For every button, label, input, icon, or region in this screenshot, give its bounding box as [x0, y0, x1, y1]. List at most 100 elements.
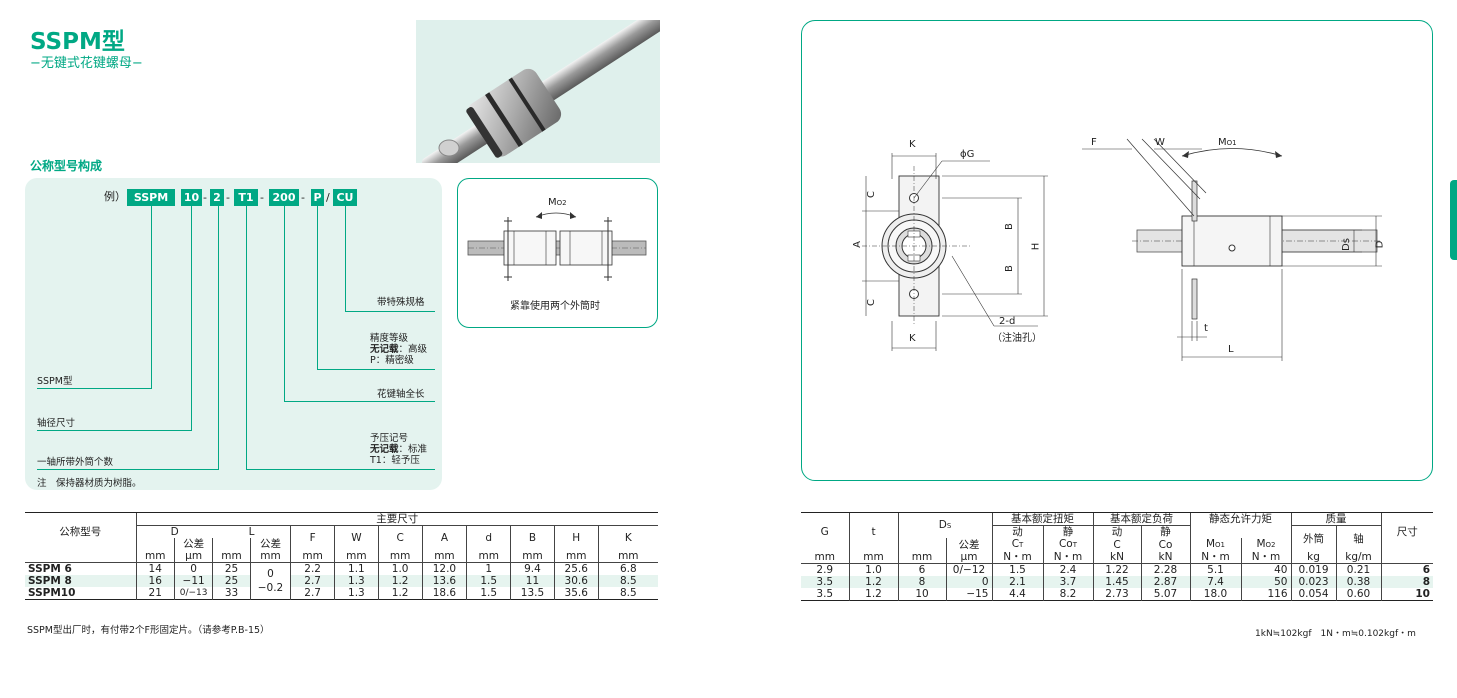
dim-h: H [1030, 242, 1042, 251]
cell: 1.0 [378, 562, 423, 575]
col-K: K [598, 525, 658, 550]
cell: 21 [136, 587, 175, 600]
cell: 3.7 [1043, 576, 1094, 588]
cell: 3.5 [801, 588, 850, 601]
unit: mm [801, 551, 850, 564]
leader-line [345, 206, 346, 312]
col-c: C [1093, 538, 1142, 551]
cell: 33 [212, 587, 251, 600]
table-row: SSPM 8 16 −11 25 2.7 1.3 1.2 13.6 1.5 11… [25, 575, 658, 587]
dim-mo1: MO1 [1218, 137, 1237, 148]
cell: 11 [510, 575, 555, 587]
product-photo [416, 20, 660, 163]
unit: mm [212, 550, 251, 563]
dim-k-bottom: K [909, 333, 916, 344]
unit: mm [334, 550, 379, 563]
dim-ds: Ds [1340, 238, 1352, 251]
code-segment-special: CU [333, 189, 357, 206]
cell: 1.22 [1093, 563, 1142, 576]
main-dims-header: 主要尺寸 [136, 513, 658, 526]
unit: kg [1291, 551, 1337, 564]
label-nut-count: 一轴所带外筒个数 [37, 457, 114, 468]
col-t: t [849, 513, 899, 551]
cell: 25 [212, 575, 251, 587]
unit: N・m [1190, 551, 1242, 564]
cell: 0.21 [1336, 563, 1382, 576]
cell: 8.2 [1043, 588, 1094, 601]
tandem-figure-drawing [467, 212, 647, 281]
cell: 1.2 [378, 587, 423, 600]
cell: 8.5 [619, 587, 637, 599]
table-row: 2.9 1.0 6 0/−12 1.5 2.4 1.22 2.28 5.1 40… [801, 563, 1433, 576]
unit: mm [598, 550, 658, 563]
leader-line [317, 369, 435, 370]
dim-c-bottom: C [865, 299, 877, 306]
leader-line [37, 430, 192, 431]
cell: 25.6 [554, 562, 599, 575]
col-size: 尺寸 [1381, 513, 1433, 551]
dim-l: L [1228, 344, 1234, 355]
col-torque-dyn: 动 [992, 525, 1044, 538]
torque-header: 基本额定扭矩 [992, 513, 1094, 526]
load-header: 基本额定负荷 [1093, 513, 1191, 526]
label-preload-none: 无记载：标准 [370, 444, 428, 455]
cell: 13.5 [510, 587, 555, 600]
label-preload-title: 予压记号 [370, 433, 409, 444]
table-rule [801, 512, 1433, 514]
col-Ds: DS [898, 513, 993, 538]
cell: 1.2 [378, 575, 423, 587]
label-accuracy-title: 精度等级 [370, 333, 409, 344]
code-separator: - [226, 191, 230, 204]
label-accuracy-p: P：精密级 [370, 355, 414, 366]
table-row: 3.5 1.2 8 0 2.1 3.7 1.45 2.87 7.4 50 0.0… [801, 576, 1433, 588]
col-C: C [378, 525, 423, 550]
cell: −11 [174, 575, 214, 587]
cell: 8.5 [598, 575, 658, 587]
cell-size: 6 [1422, 564, 1430, 576]
cell-size: 8 [1381, 576, 1433, 588]
mass-header: 质量 [1291, 513, 1382, 526]
dim-phi-g: ϕG [960, 149, 975, 160]
page-subtitle: −无键式花键螺母− [30, 56, 143, 71]
col-mass-shaft: 轴 [1336, 525, 1382, 551]
cell: 2.87 [1141, 576, 1191, 588]
cell-size: 10 [1415, 588, 1430, 600]
cell: 1.1 [334, 562, 379, 575]
unit: N・m [1241, 551, 1292, 564]
cell: 25 [212, 562, 251, 575]
table-footnote-right: 1kN≒102kgf 1N・m≒0.102kgf・m [1255, 629, 1416, 639]
code-separator: - [301, 191, 305, 204]
unit: kg/m [1336, 551, 1382, 564]
label-shaft-length: 花键轴全长 [377, 389, 425, 400]
leader-line [345, 311, 435, 312]
dim-f: F [1091, 137, 1097, 148]
cell: 30.6 [554, 575, 599, 587]
cell: 40 [1241, 563, 1292, 576]
col-load-dyn: 动 [1093, 525, 1142, 538]
dim-hole: 2-d [999, 316, 1016, 327]
table-row: SSPM10 21 0/−13 33 2.7 1.3 1.2 18.6 1.5 … [25, 587, 658, 600]
col-cot: CoT [1043, 538, 1094, 551]
cell-model: SSPM 6 [25, 562, 137, 575]
unit: mm [898, 551, 947, 564]
cell: 0 [174, 562, 214, 575]
leader-line [317, 206, 318, 370]
leader-line [246, 469, 435, 470]
page-title: SSPM型 [30, 29, 125, 55]
dim-a: A [851, 241, 863, 248]
cell: 7.4 [1190, 576, 1242, 588]
cell: 1.45 [1093, 576, 1142, 588]
col-mo2: MO2 [1241, 538, 1292, 551]
cell: 14 [136, 562, 175, 575]
code-segment-count: 2 [210, 189, 224, 206]
cell: 2.28 [1141, 563, 1191, 576]
dimension-drawing [862, 138, 1382, 361]
cell: 2.1 [992, 576, 1044, 588]
leader-line [37, 469, 219, 470]
unit: mm [510, 550, 555, 563]
cell: 13.6 [422, 575, 468, 587]
label-accuracy-none: 无记载：高级 [370, 344, 428, 355]
col-d: d [466, 525, 512, 550]
cell: 1.3 [334, 575, 379, 587]
col-mass-outer: 外筒 [1291, 525, 1337, 551]
